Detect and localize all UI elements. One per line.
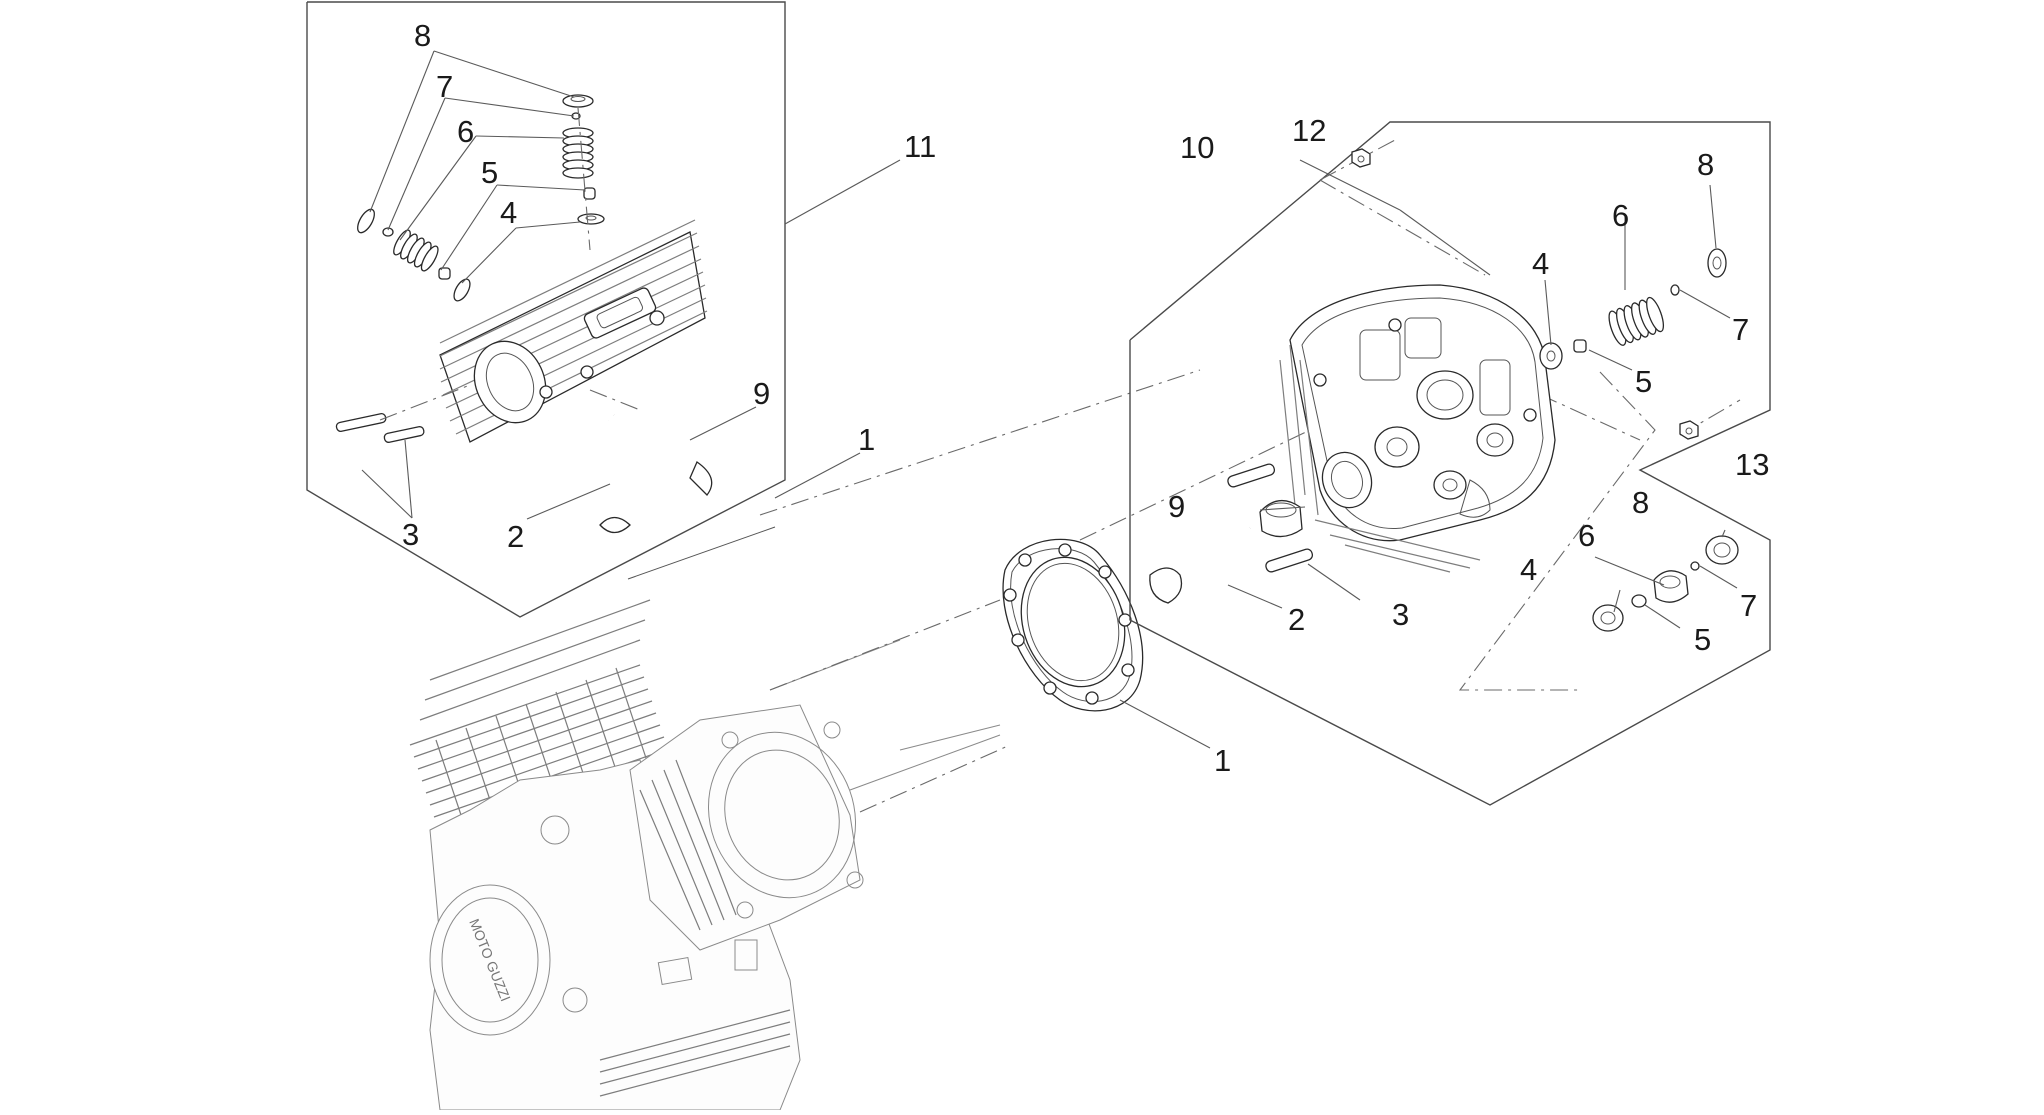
right-nut-axis-2 [1319, 179, 1486, 276]
left-pushrod [627, 526, 776, 580]
callout-left-3: 3 [402, 517, 419, 552]
right-cylinder-head [1279, 284, 1556, 573]
head-gasket [1002, 538, 1144, 712]
callout-right-4a: 4 [1532, 246, 1549, 281]
front-cylinder [629, 704, 861, 951]
right-valve-2 [1149, 526, 1252, 604]
left-head-group [306, 1, 901, 618]
callout-right-8b: 8 [1632, 485, 1649, 520]
callout-left-5: 5 [481, 155, 498, 190]
callout-left-4: 4 [500, 195, 517, 230]
axis-head-to-gasket-1 [769, 599, 1001, 691]
nut-12 [1351, 148, 1371, 168]
callout-left-9: 9 [753, 376, 770, 411]
nut-13 [1679, 420, 1699, 440]
callout-left-7: 7 [436, 69, 453, 104]
callout-right-7a: 7 [1732, 312, 1749, 347]
left-dowels [335, 412, 425, 443]
right-dowels [1227, 463, 1314, 573]
left-group-outline [306, 1, 786, 618]
callout-right-10: 10 [1180, 130, 1214, 165]
engine-block: MOTO GUZZI [409, 599, 1001, 1111]
left-axis-2 [379, 384, 471, 421]
axis-gasket-to-head [1079, 429, 1311, 541]
left-axis-1 [577, 107, 591, 251]
right-valve-chain-lower [1592, 535, 1739, 632]
gasket-leader [1119, 699, 1211, 749]
callout-right-5a: 5 [1635, 364, 1652, 399]
left-valve-chain-lower [357, 208, 471, 302]
axis-head-to-gasket-2 [859, 744, 1011, 813]
callout-gasket-1: 1 [1214, 743, 1231, 778]
left-axis-3 [589, 389, 641, 411]
callout-right-2: 2 [1288, 602, 1305, 637]
axis-long [759, 369, 1201, 516]
right-lower-axis [1458, 371, 1656, 691]
left-cylinder-head [439, 219, 708, 443]
callout-right-4b: 4 [1520, 552, 1537, 587]
callout-left-1: 1 [858, 422, 875, 457]
callout-right-9: 9 [1168, 489, 1185, 524]
right-valve-chain-upper [1539, 248, 1727, 370]
callout-right-3: 3 [1392, 597, 1409, 632]
left-valve-chain-upper [562, 94, 605, 225]
right-head-group [1129, 121, 1771, 806]
front-bore-outer [707, 731, 857, 899]
callout-left-2: 2 [507, 519, 524, 554]
left-valves [599, 413, 713, 534]
left-leaders [361, 50, 901, 520]
callout-right-13: 13 [1735, 447, 1769, 482]
front-bore-inner [724, 749, 840, 881]
callout-right-12: 12 [1292, 113, 1326, 148]
right-leaders [1227, 159, 1738, 629]
callout-right-7b: 7 [1740, 588, 1757, 623]
right-group-outline [1129, 121, 1771, 806]
callout-left-8: 8 [414, 18, 431, 53]
engine-cover [429, 884, 551, 1036]
right-valve-cap-9 [1259, 500, 1303, 538]
callout-right-6a: 6 [1612, 198, 1629, 233]
callout-left-6: 6 [457, 114, 474, 149]
callout-labels: 8 7 6 5 4 11 9 1 3 2 12 10 8 6 4 7 5 13 … [402, 18, 1769, 778]
callout-left-11: 11 [904, 129, 936, 164]
callout-right-8a: 8 [1697, 147, 1714, 182]
callout-right-6b: 6 [1578, 518, 1595, 553]
callout-right-5b: 5 [1694, 622, 1711, 657]
